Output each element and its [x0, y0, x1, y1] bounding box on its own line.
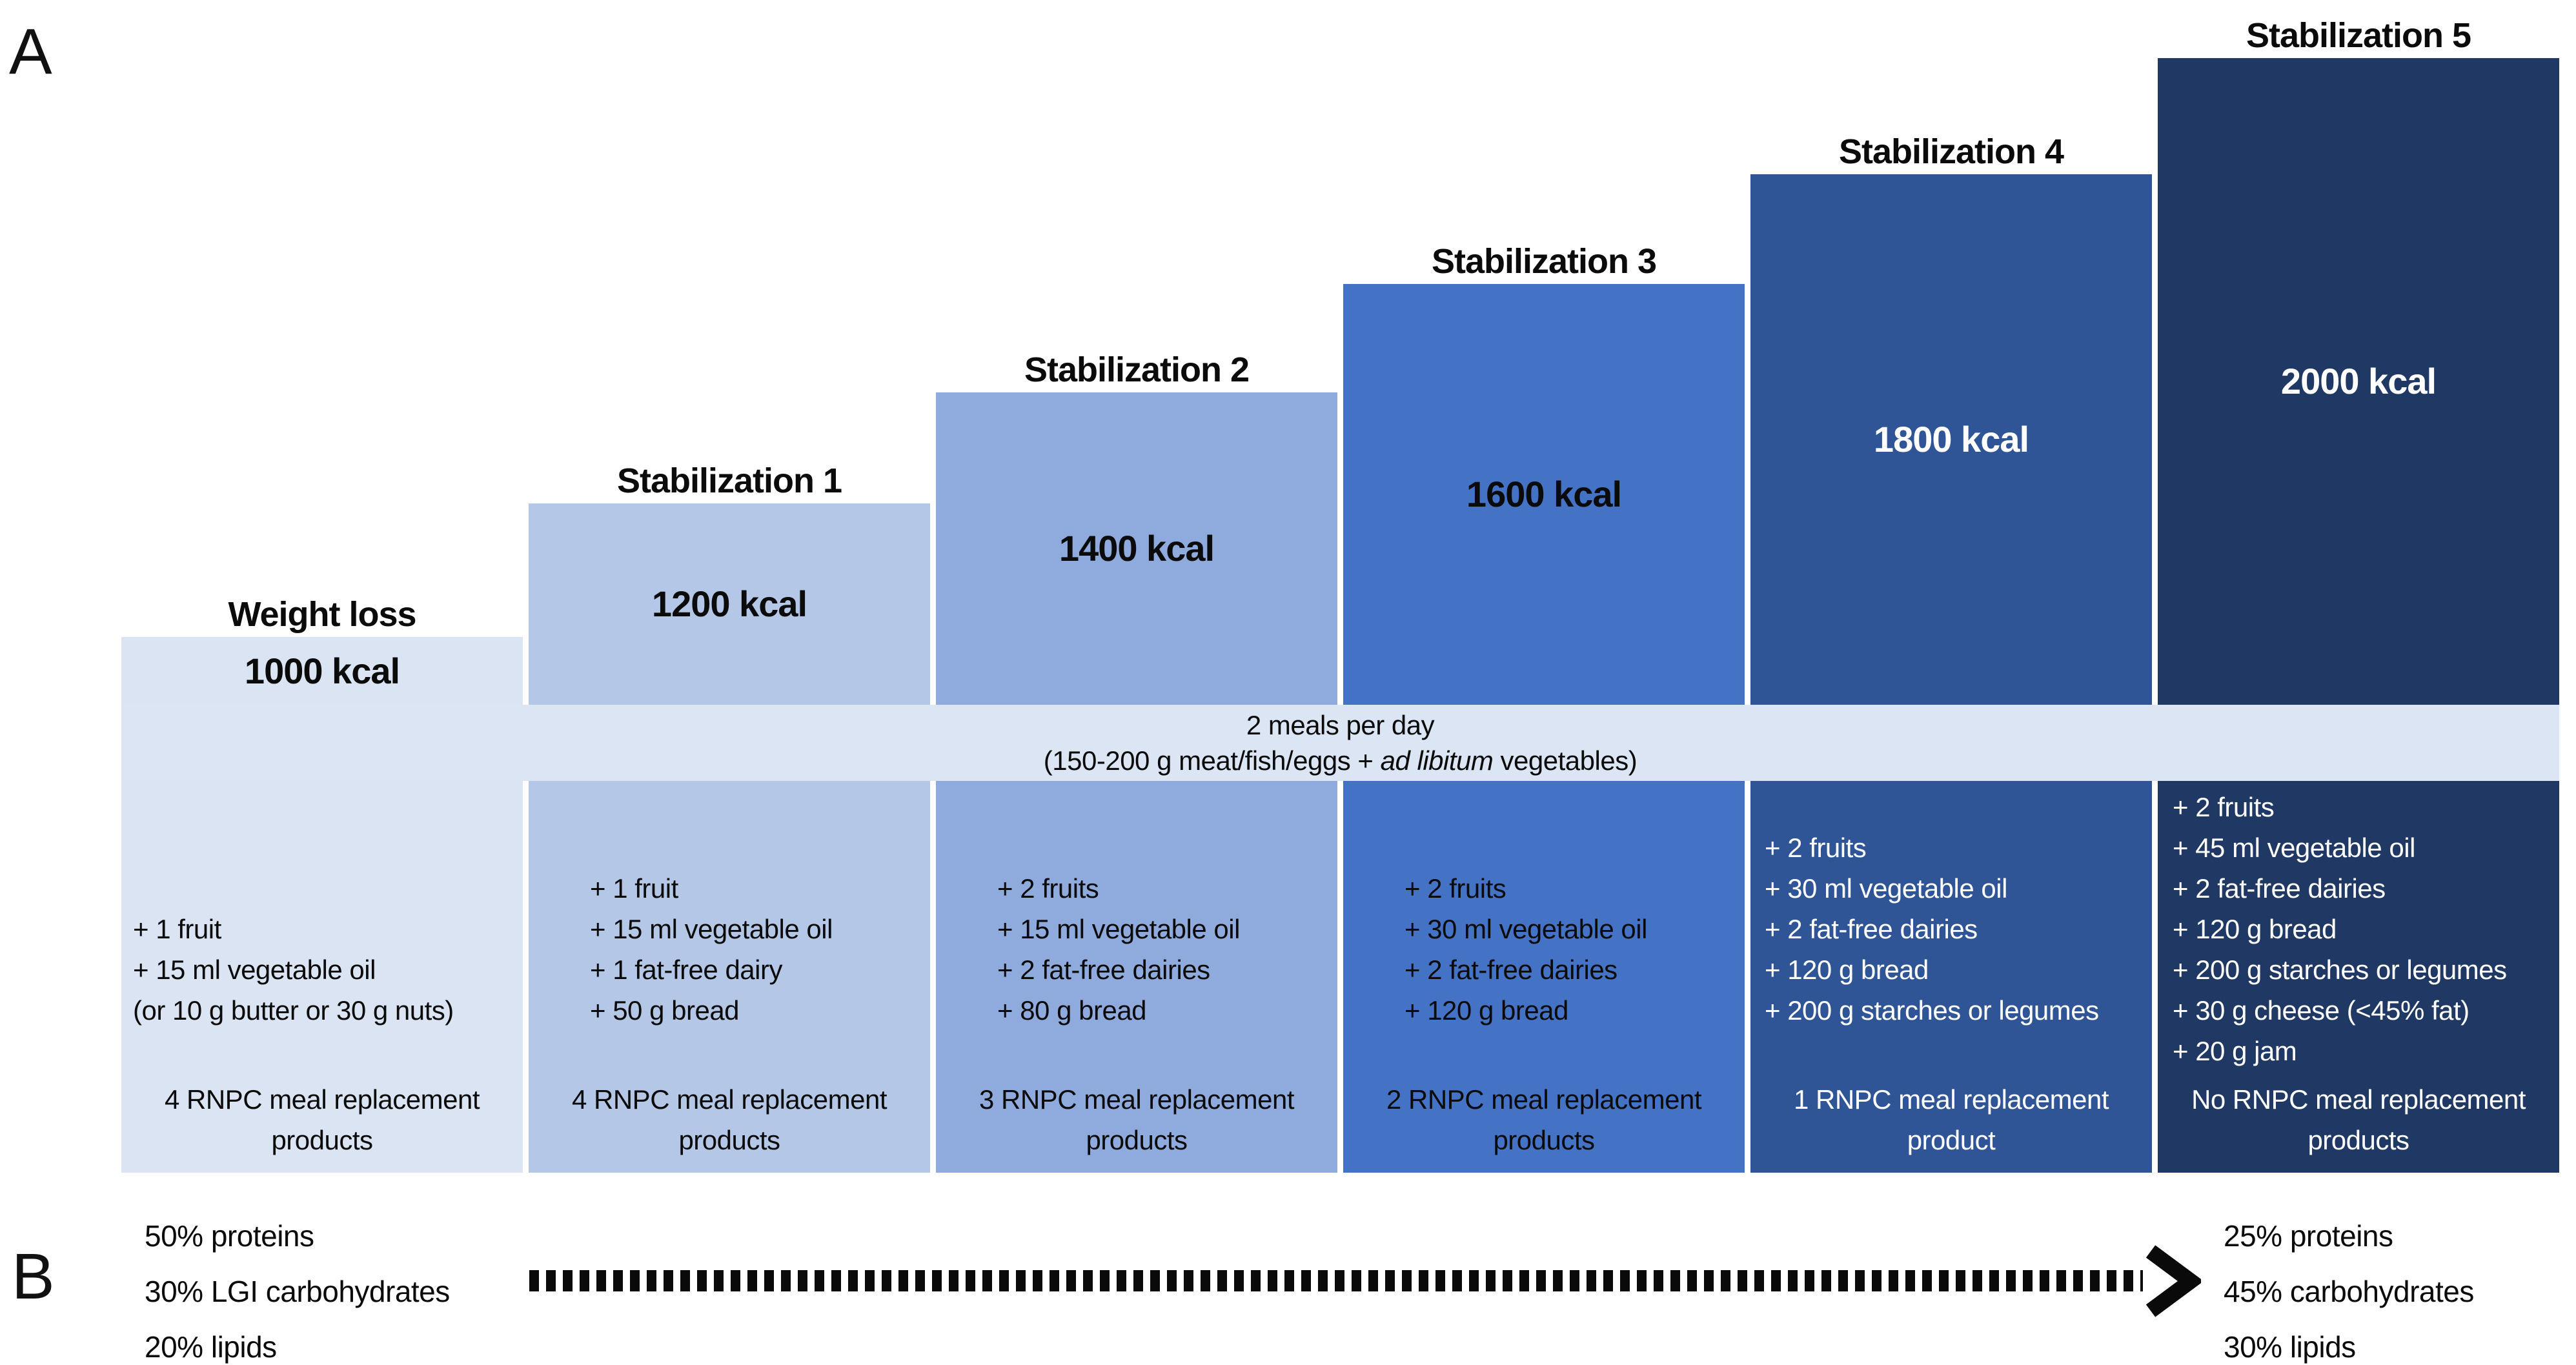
food-item: + 50 g bread: [590, 995, 740, 1026]
food-list-weight-loss: + 1 fruit + 15 ml vegetable oil (or 10 g…: [133, 909, 454, 1031]
food-item: + 2 fruits: [997, 873, 1099, 904]
rnpc-label: 4 RNPC meal replacement products: [164, 1084, 480, 1155]
column-stabilization-5: [2158, 58, 2559, 1173]
macro-line: 20% lipids: [145, 1330, 277, 1364]
food-item: + 120 g bread: [2173, 914, 2337, 944]
kcal-label: 1600 kcal: [1466, 474, 1622, 514]
kcal-label: 1200 kcal: [651, 583, 807, 624]
food-list-stabilization-4: + 2 fruits + 30 ml vegetable oil + 2 fat…: [1765, 827, 2099, 1031]
food-item: + 1 fat-free dairy: [590, 955, 782, 985]
kcal-label: 1400 kcal: [1059, 528, 1215, 569]
meals-band: 2 meals per day (150-200 g meat/fish/egg…: [121, 705, 2559, 781]
macro-line: 45% carbohydrates: [2224, 1275, 2474, 1308]
food-item: + 2 fruits: [1405, 873, 1506, 904]
macro-line: 30% lipids: [2224, 1330, 2356, 1364]
meals-band-line1: 2 meals per day: [1246, 710, 1435, 740]
panel-b-label: B: [12, 1240, 55, 1313]
phase-title-weight-loss: Weight loss: [228, 595, 416, 634]
macro-line: 50% proteins: [145, 1219, 314, 1253]
food-item: + 1 fruit: [590, 873, 678, 904]
food-item: + 1 fruit: [133, 914, 221, 944]
food-item: + 80 g bread: [997, 995, 1147, 1026]
phase-title-stabilization-5: Stabilization 5: [2246, 16, 2471, 55]
food-list-stabilization-2: + 2 fruits + 15 ml vegetable oil + 2 fat…: [997, 868, 1240, 1031]
kcal-label: 2000 kcal: [2280, 361, 2437, 401]
phase-title-stabilization-1: Stabilization 1: [616, 461, 842, 500]
phase-title-stabilization-4: Stabilization 4: [1838, 132, 2064, 171]
food-item: + 2 fat-free dairies: [1405, 955, 1618, 985]
macros-start: 50% proteins 30% LGI carbohydrates 20% l…: [145, 1208, 450, 1365]
food-item: + 30 ml vegetable oil: [1405, 914, 1647, 944]
column-stabilization-1: [529, 503, 930, 1173]
macro-line: 30% LGI carbohydrates: [145, 1275, 450, 1308]
food-item: + 30 g cheese (<45% fat): [2173, 995, 2470, 1026]
meals-band-line2: (150-200 g meat/fish/eggs + ad libitum v…: [1043, 745, 1638, 776]
rnpc-label: 3 RNPC meal replacement products: [979, 1084, 1295, 1155]
phase-title-stabilization-2: Stabilization 2: [1024, 350, 1250, 389]
column-stabilization-2: [936, 392, 1337, 1173]
food-item: + 45 ml vegetable oil: [2173, 833, 2415, 863]
food-item: + 2 fruits: [2173, 792, 2275, 822]
kcal-label: 1800 kcal: [1873, 419, 2029, 460]
food-item: + 2 fat-free dairies: [2173, 873, 2386, 904]
food-item: + 15 ml vegetable oil: [590, 914, 833, 944]
food-item: + 200 g starches or legumes: [2173, 955, 2507, 985]
panel-a-label: A: [9, 15, 52, 88]
food-item: + 15 ml vegetable oil: [133, 955, 376, 985]
food-list-stabilization-5: + 2 fruits + 45 ml vegetable oil + 2 fat…: [2173, 787, 2507, 1071]
food-item: + 200 g starches or legumes: [1765, 995, 2099, 1026]
food-item: + 20 g jam: [2173, 1036, 2297, 1066]
phase-title-stabilization-3: Stabilization 3: [1431, 242, 1657, 281]
kcal-label: 1000 kcal: [244, 651, 400, 691]
macros-end: 25% proteins 45% carbohydrates 30% lipid…: [2224, 1208, 2474, 1365]
rnpc-label: No RNPC meal replacement products: [2191, 1084, 2526, 1155]
food-item: + 2 fruits: [1765, 833, 1867, 863]
food-list-stabilization-3: + 2 fruits + 30 ml vegetable oil + 2 fat…: [1405, 868, 1647, 1031]
food-list-stabilization-1: + 1 fruit + 15 ml vegetable oil + 1 fat-…: [590, 868, 833, 1031]
food-item: + 2 fat-free dairies: [997, 955, 1210, 985]
rnpc-label: 1 RNPC meal replacement product: [1793, 1084, 2109, 1155]
food-item: + 2 fat-free dairies: [1765, 914, 1978, 944]
dotted-arrow-line: [529, 1270, 2143, 1291]
food-item: + 120 g bread: [1405, 995, 1568, 1026]
food-item: + 30 ml vegetable oil: [1765, 873, 2007, 904]
rnpc-label: 2 RNPC meal replacement products: [1386, 1084, 1702, 1155]
macro-line: 25% proteins: [2224, 1219, 2393, 1253]
arrow-head-icon: [2145, 1245, 2201, 1317]
food-item: + 15 ml vegetable oil: [997, 914, 1240, 944]
column-stabilization-4: [1750, 174, 2152, 1173]
food-item: + 120 g bread: [1765, 955, 1929, 985]
rnpc-label: 4 RNPC meal replacement products: [571, 1084, 887, 1155]
food-item: (or 10 g butter or 30 g nuts): [133, 995, 454, 1026]
